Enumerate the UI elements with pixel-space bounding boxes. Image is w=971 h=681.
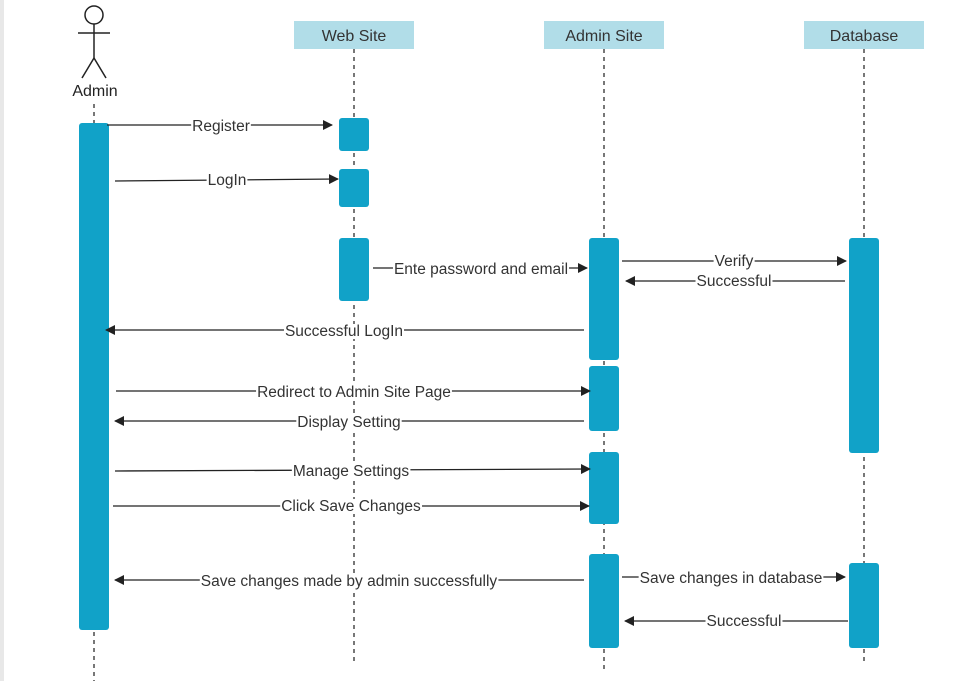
- message-successful-label: Successful: [697, 273, 772, 290]
- message-label-background: [283, 324, 405, 339]
- message-label-background: [713, 254, 755, 269]
- message-successful-login-label: Successful LogIn: [285, 323, 403, 340]
- message-save-db-label: Save changes in database: [640, 570, 823, 587]
- message-label-background: [199, 574, 499, 589]
- message-label-background: [296, 415, 402, 430]
- message-click-save-label: Click Save Changes: [281, 498, 421, 515]
- message-credentials-label: Ente password and email: [394, 261, 568, 278]
- message-label-background: [206, 173, 248, 188]
- activation-web-register: [339, 118, 369, 151]
- message-label-background: [191, 119, 251, 134]
- message-display-setting-label: Display Setting: [297, 414, 400, 431]
- activation-admin-site-manage: [589, 452, 619, 524]
- message-label-background: [695, 274, 773, 289]
- message-label-background: [705, 614, 783, 629]
- message-label-background: [638, 571, 824, 586]
- participant-web-site: Web Site: [294, 21, 414, 49]
- activation-web-login: [339, 169, 369, 207]
- message-label-background: [280, 499, 423, 514]
- participant-admin-site: Admin Site: [544, 21, 664, 49]
- message-manage-settings-label: Manage Settings: [293, 463, 410, 480]
- activation-database-save: [849, 563, 879, 648]
- message-db-successful-label: Successful: [707, 613, 782, 630]
- message-label-background: [392, 262, 570, 277]
- left-border: [0, 0, 4, 681]
- message-login-label: LogIn: [208, 172, 247, 189]
- message-label-background: [256, 385, 452, 400]
- activation-admin: [79, 123, 109, 630]
- activation-web-credentials: [339, 238, 369, 301]
- activation-admin-site-save: [589, 554, 619, 648]
- message-register-label: Register: [192, 118, 250, 135]
- admin-actor: [78, 5, 110, 79]
- message-label-background: [291, 464, 411, 479]
- participant-web-site-label: Web Site: [322, 28, 387, 45]
- participant-admin-site-label: Admin Site: [565, 28, 642, 45]
- activation-admin-site-verify: [589, 238, 619, 360]
- message-verify-label: Verify: [715, 253, 754, 270]
- activation-admin-site-redirect: [589, 366, 619, 431]
- participant-database-label: Database: [830, 28, 899, 45]
- activation-database-verify: [849, 238, 879, 453]
- message-redirect-label: Redirect to Admin Site Page: [257, 384, 451, 401]
- admin-actor-label: Admin: [72, 83, 117, 100]
- message-save-success-label: Save changes made by admin successfully: [201, 573, 498, 590]
- participant-database: Database: [804, 21, 924, 49]
